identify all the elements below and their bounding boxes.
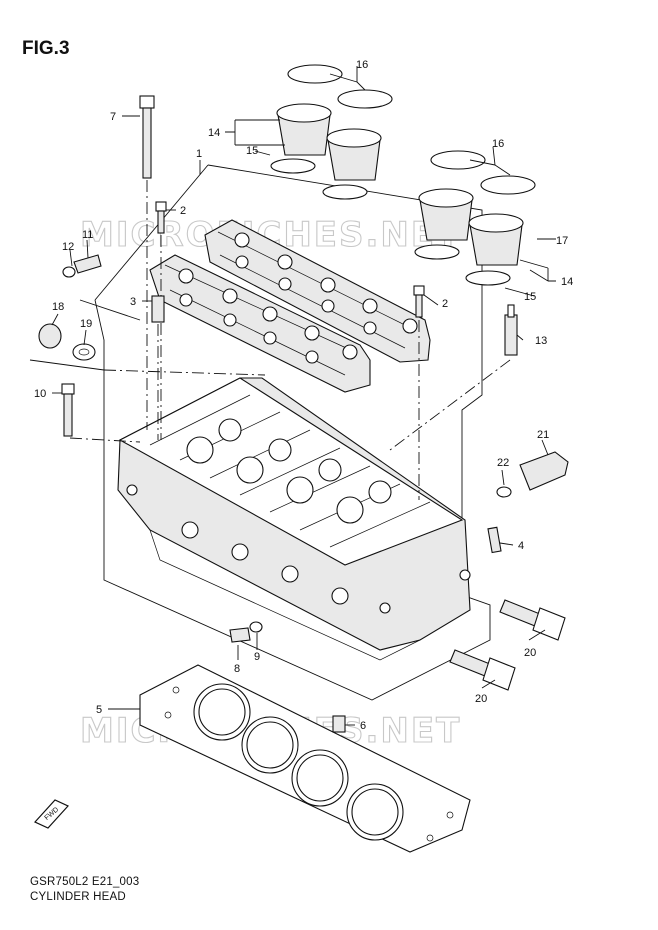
callout-18: 18 [52,301,64,313]
head-gasket [139,664,471,853]
dowel-pin [151,295,165,440]
figure-title: FIG.3 [22,38,70,59]
intake-pipe-group-right [414,150,536,286]
camshaft-holder-rear [204,219,431,363]
callout-2b: 2 [442,298,448,310]
callout-15b: 15 [524,291,536,303]
callout-8: 8 [234,663,240,675]
callout-13: 13 [535,335,547,347]
callout-20b: 20 [475,693,487,705]
assembly-frame [94,164,491,701]
camshaft-holder-front [149,254,371,393]
callout-9: 9 [254,651,260,663]
stud-bolt-lower [449,649,516,691]
callout-22: 22 [497,457,509,469]
callout-19: 19 [80,318,92,330]
side-bolt [61,383,141,443]
callout-1: 1 [196,148,202,160]
temperature-sensor [496,451,569,498]
callout-16b: 16 [492,138,504,150]
intake-pipe-group-left [270,64,393,200]
gasket-dowel [332,715,346,733]
callout-11: 11 [82,229,93,241]
bolt-and-washer [229,621,263,643]
callout-4: 4 [518,540,524,552]
plug-and-washer [38,323,96,361]
callout-20a: 20 [524,647,536,659]
fwd-arrow-icon: FWD [34,799,69,829]
callout-21: 21 [537,429,549,441]
bolt-small-b [413,285,425,500]
callout-12: 12 [62,241,74,253]
head-bolt [139,95,155,430]
callout-5: 5 [96,704,102,716]
stud-bolt-upper [499,599,566,641]
callout-17: 17 [556,235,568,247]
callout-6: 6 [360,720,366,732]
bolt-small-a [155,201,167,440]
callout-3: 3 [130,296,136,308]
callout-7: 7 [110,111,116,123]
callout-14a: 14 [208,127,220,139]
callout-14b: 14 [561,276,573,288]
callout-15a: 15 [246,145,258,157]
callout-2a: 2 [180,205,186,217]
fitting [62,254,102,278]
callout-16a: 16 [356,59,368,71]
callout-10: 10 [34,388,46,400]
cylinder-head-body [117,377,471,661]
model-code: GSR750L2 E21_003 [30,876,140,888]
pin [487,526,502,554]
figure-name: CYLINDER HEAD [30,891,126,903]
